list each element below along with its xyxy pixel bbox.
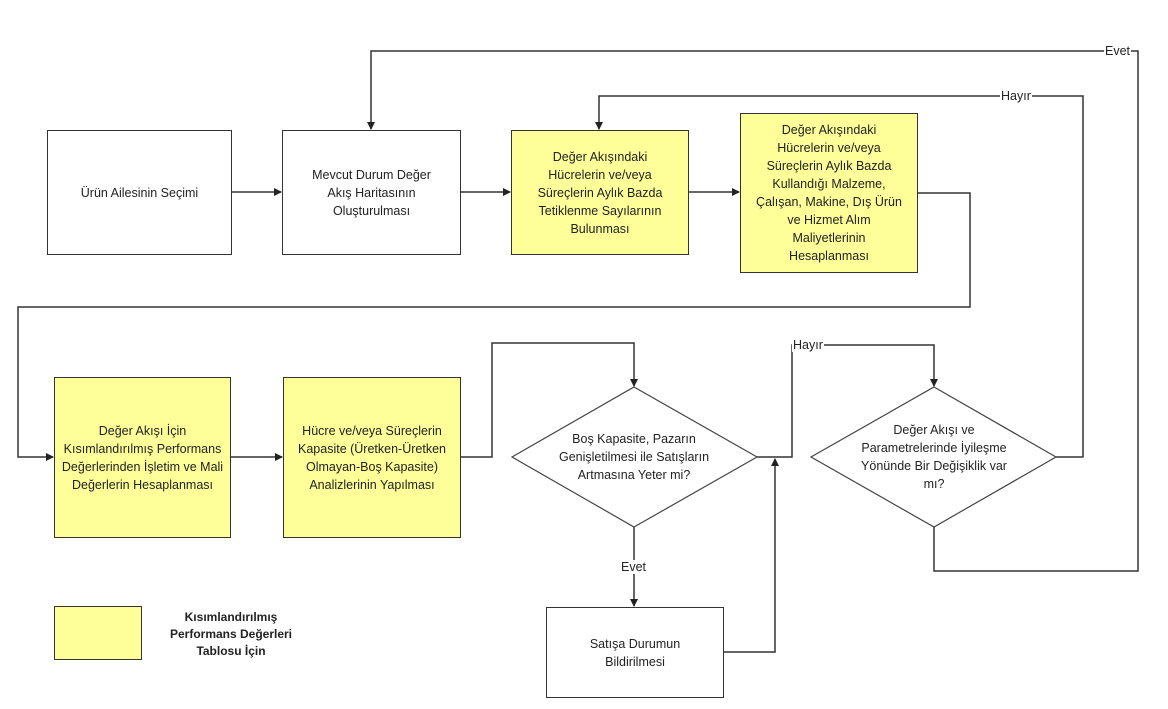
- edge-n4-n5: [17, 192, 971, 461]
- process-text: Mevcut Durum Değer Akış Haritasının Oluş…: [312, 167, 431, 218]
- edge-label-evet-top: Evet: [1104, 44, 1132, 58]
- process-operational-financial[interactable]: Değer Akışı İçin Kısımlandırılmış Perfor…: [54, 377, 231, 538]
- decision-capacity-text: Boş Kapasite, Pazarın Genişletilmesi ile…: [558, 432, 710, 482]
- process-trigger-counts[interactable]: Değer Akışındaki Hücrelerin ve/veya Süre…: [511, 130, 689, 255]
- process-capacity-analysis[interactable]: Hücre ve/veya Süreçlerin Kapasite (Üretk…: [283, 377, 461, 538]
- process-current-state-map[interactable]: Mevcut Durum Değer Akış Haritasının Oluş…: [282, 130, 461, 255]
- process-product-family[interactable]: Ürün Ailesinin Seçimi: [47, 130, 232, 255]
- decision-improvement-text: Değer Akışı ve Parametrelerinde İyileşme…: [861, 423, 1007, 491]
- process-notify-sales[interactable]: Satışa Durumun Bildirilmesi: [546, 607, 724, 698]
- edge-label-hayir-mid: Hayır: [792, 338, 824, 352]
- edge-d2-n3: [595, 95, 1084, 458]
- edge-d2-n2: [367, 50, 1139, 572]
- edge-n6-d1: [460, 342, 638, 458]
- process-monthly-costs[interactable]: Değer Akışındaki Hücrelerin ve/veya Süre…: [740, 113, 918, 273]
- legend-swatch: [54, 606, 142, 660]
- decision-diamond-capacity[interactable]: [510, 386, 759, 528]
- edge-n7-junction: [723, 458, 779, 653]
- decision-diamond-improvement[interactable]: [809, 386, 1058, 528]
- legend-text: Kısımlandırılmış Performans Değerleri Ta…: [169, 610, 293, 658]
- edge-label-evet-bottom: Evet: [620, 560, 648, 574]
- process-text: Değer Akışındaki Hücrelerin ve/veya Süre…: [756, 123, 902, 263]
- process-text: Hücre ve/veya Süreçlerin Kapasite (Üretk…: [298, 423, 446, 492]
- process-text: Değer Akışı İçin Kısımlandırılmış Perfor…: [61, 423, 224, 492]
- process-text: Değer Akışındaki Hücrelerin ve/veya Süre…: [537, 149, 663, 236]
- edge-label-hayir-top: Hayır: [1000, 89, 1032, 103]
- process-text: Satışa Durumun Bildirilmesi: [589, 636, 681, 669]
- process-text: Ürün Ailesinin Seçimi: [80, 185, 199, 200]
